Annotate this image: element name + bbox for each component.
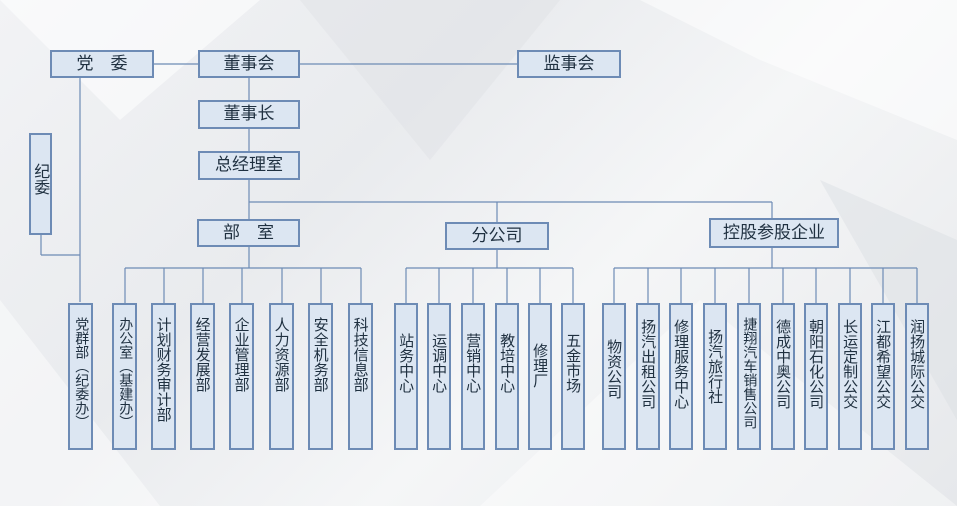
branch-unit-label: 运调中心 (430, 333, 449, 393)
branch-unit-4: 教培中心 (495, 303, 519, 450)
chairman-box: 董事长 (198, 100, 300, 129)
branch-unit-3: 营销中心 (461, 303, 485, 450)
holding-unit-label: 润扬城际公交 (908, 319, 927, 409)
dept-unit-label: 安全机务部 (311, 317, 330, 392)
holding-unit-6: 德成中奥公司 (771, 303, 795, 450)
branch-unit-label: 修理厂 (531, 343, 550, 388)
holding-unit-7: 朝阳石化公司 (804, 303, 828, 450)
holding-unit-label: 修理服务中心 (672, 319, 691, 409)
dept-unit-3: 计划财务审计部 (151, 303, 176, 450)
dept-unit-5: 企业管理部 (229, 303, 254, 450)
dept-unit-label: 科技信息部 (351, 317, 370, 392)
dept-unit-8: 科技信息部 (348, 303, 373, 450)
holding-unit-10: 润扬城际公交 (905, 303, 929, 450)
holding-unit-label: 扬汽旅行社 (706, 329, 725, 404)
dept-unit-6: 人力资源部 (269, 303, 294, 450)
holding-companies-box: 控股参股企业 (709, 218, 839, 248)
branch-unit-label: 站务中心 (397, 333, 416, 393)
dept-unit-label: 经营发展部 (193, 317, 212, 392)
holding-unit-label: 扬汽出租公司 (639, 319, 658, 409)
general-manager-office-box: 总经理室 (198, 151, 300, 180)
board-of-directors-box: 董事会 (198, 50, 300, 78)
branch-unit-5: 修理厂 (528, 303, 552, 450)
dept-unit-label: 计划财务审计部 (154, 317, 173, 422)
dept-unit-label: 人力资源部 (272, 317, 291, 392)
dept-unit-label: 企业管理部 (232, 317, 251, 392)
holding-unit-label: 长运定制公交 (841, 319, 860, 409)
holding-unit-5: 捷翔汽车销售公司 (737, 303, 761, 450)
branch-unit-2: 运调中心 (427, 303, 451, 450)
branch-unit-6: 五金市场 (561, 303, 585, 450)
holding-unit-label: 德成中奥公司 (774, 319, 793, 409)
branch-company-box: 分公司 (445, 222, 549, 250)
party-committee-box: 党 委 (50, 50, 154, 78)
holding-unit-label: 物资公司 (605, 339, 624, 399)
holding-unit-3: 修理服务中心 (669, 303, 693, 450)
branch-unit-label: 教培中心 (498, 333, 517, 393)
holding-unit-label: 江都希望公交 (874, 319, 893, 409)
discipline-committee-box: 纪委 (29, 133, 52, 235)
holding-unit-label: 朝阳石化公司 (807, 319, 826, 409)
branch-unit-label: 五金市场 (564, 333, 583, 393)
discipline-committee-label: 纪委 (31, 163, 51, 195)
departments-box: 部 室 (197, 219, 300, 247)
holding-unit-8: 长运定制公交 (838, 303, 862, 450)
dept-unit-label: 办公室（基建办） (117, 317, 134, 429)
dept-unit-1: 党群部（纪委办） (68, 303, 93, 450)
dept-unit-2: 办公室（基建办） (112, 303, 137, 450)
supervisory-board-box: 监事会 (517, 50, 621, 78)
dept-unit-7: 安全机务部 (308, 303, 333, 450)
holding-unit-9: 江都希望公交 (871, 303, 895, 450)
holding-unit-4: 扬汽旅行社 (703, 303, 727, 450)
holding-unit-2: 扬汽出租公司 (636, 303, 660, 450)
branch-unit-label: 营销中心 (464, 333, 483, 393)
branch-unit-1: 站务中心 (394, 303, 418, 450)
dept-unit-label: 党群部（纪委办） (73, 317, 90, 429)
holding-unit-label: 捷翔汽车销售公司 (741, 317, 758, 429)
holding-unit-1: 物资公司 (602, 303, 626, 450)
dept-unit-4: 经营发展部 (190, 303, 215, 450)
